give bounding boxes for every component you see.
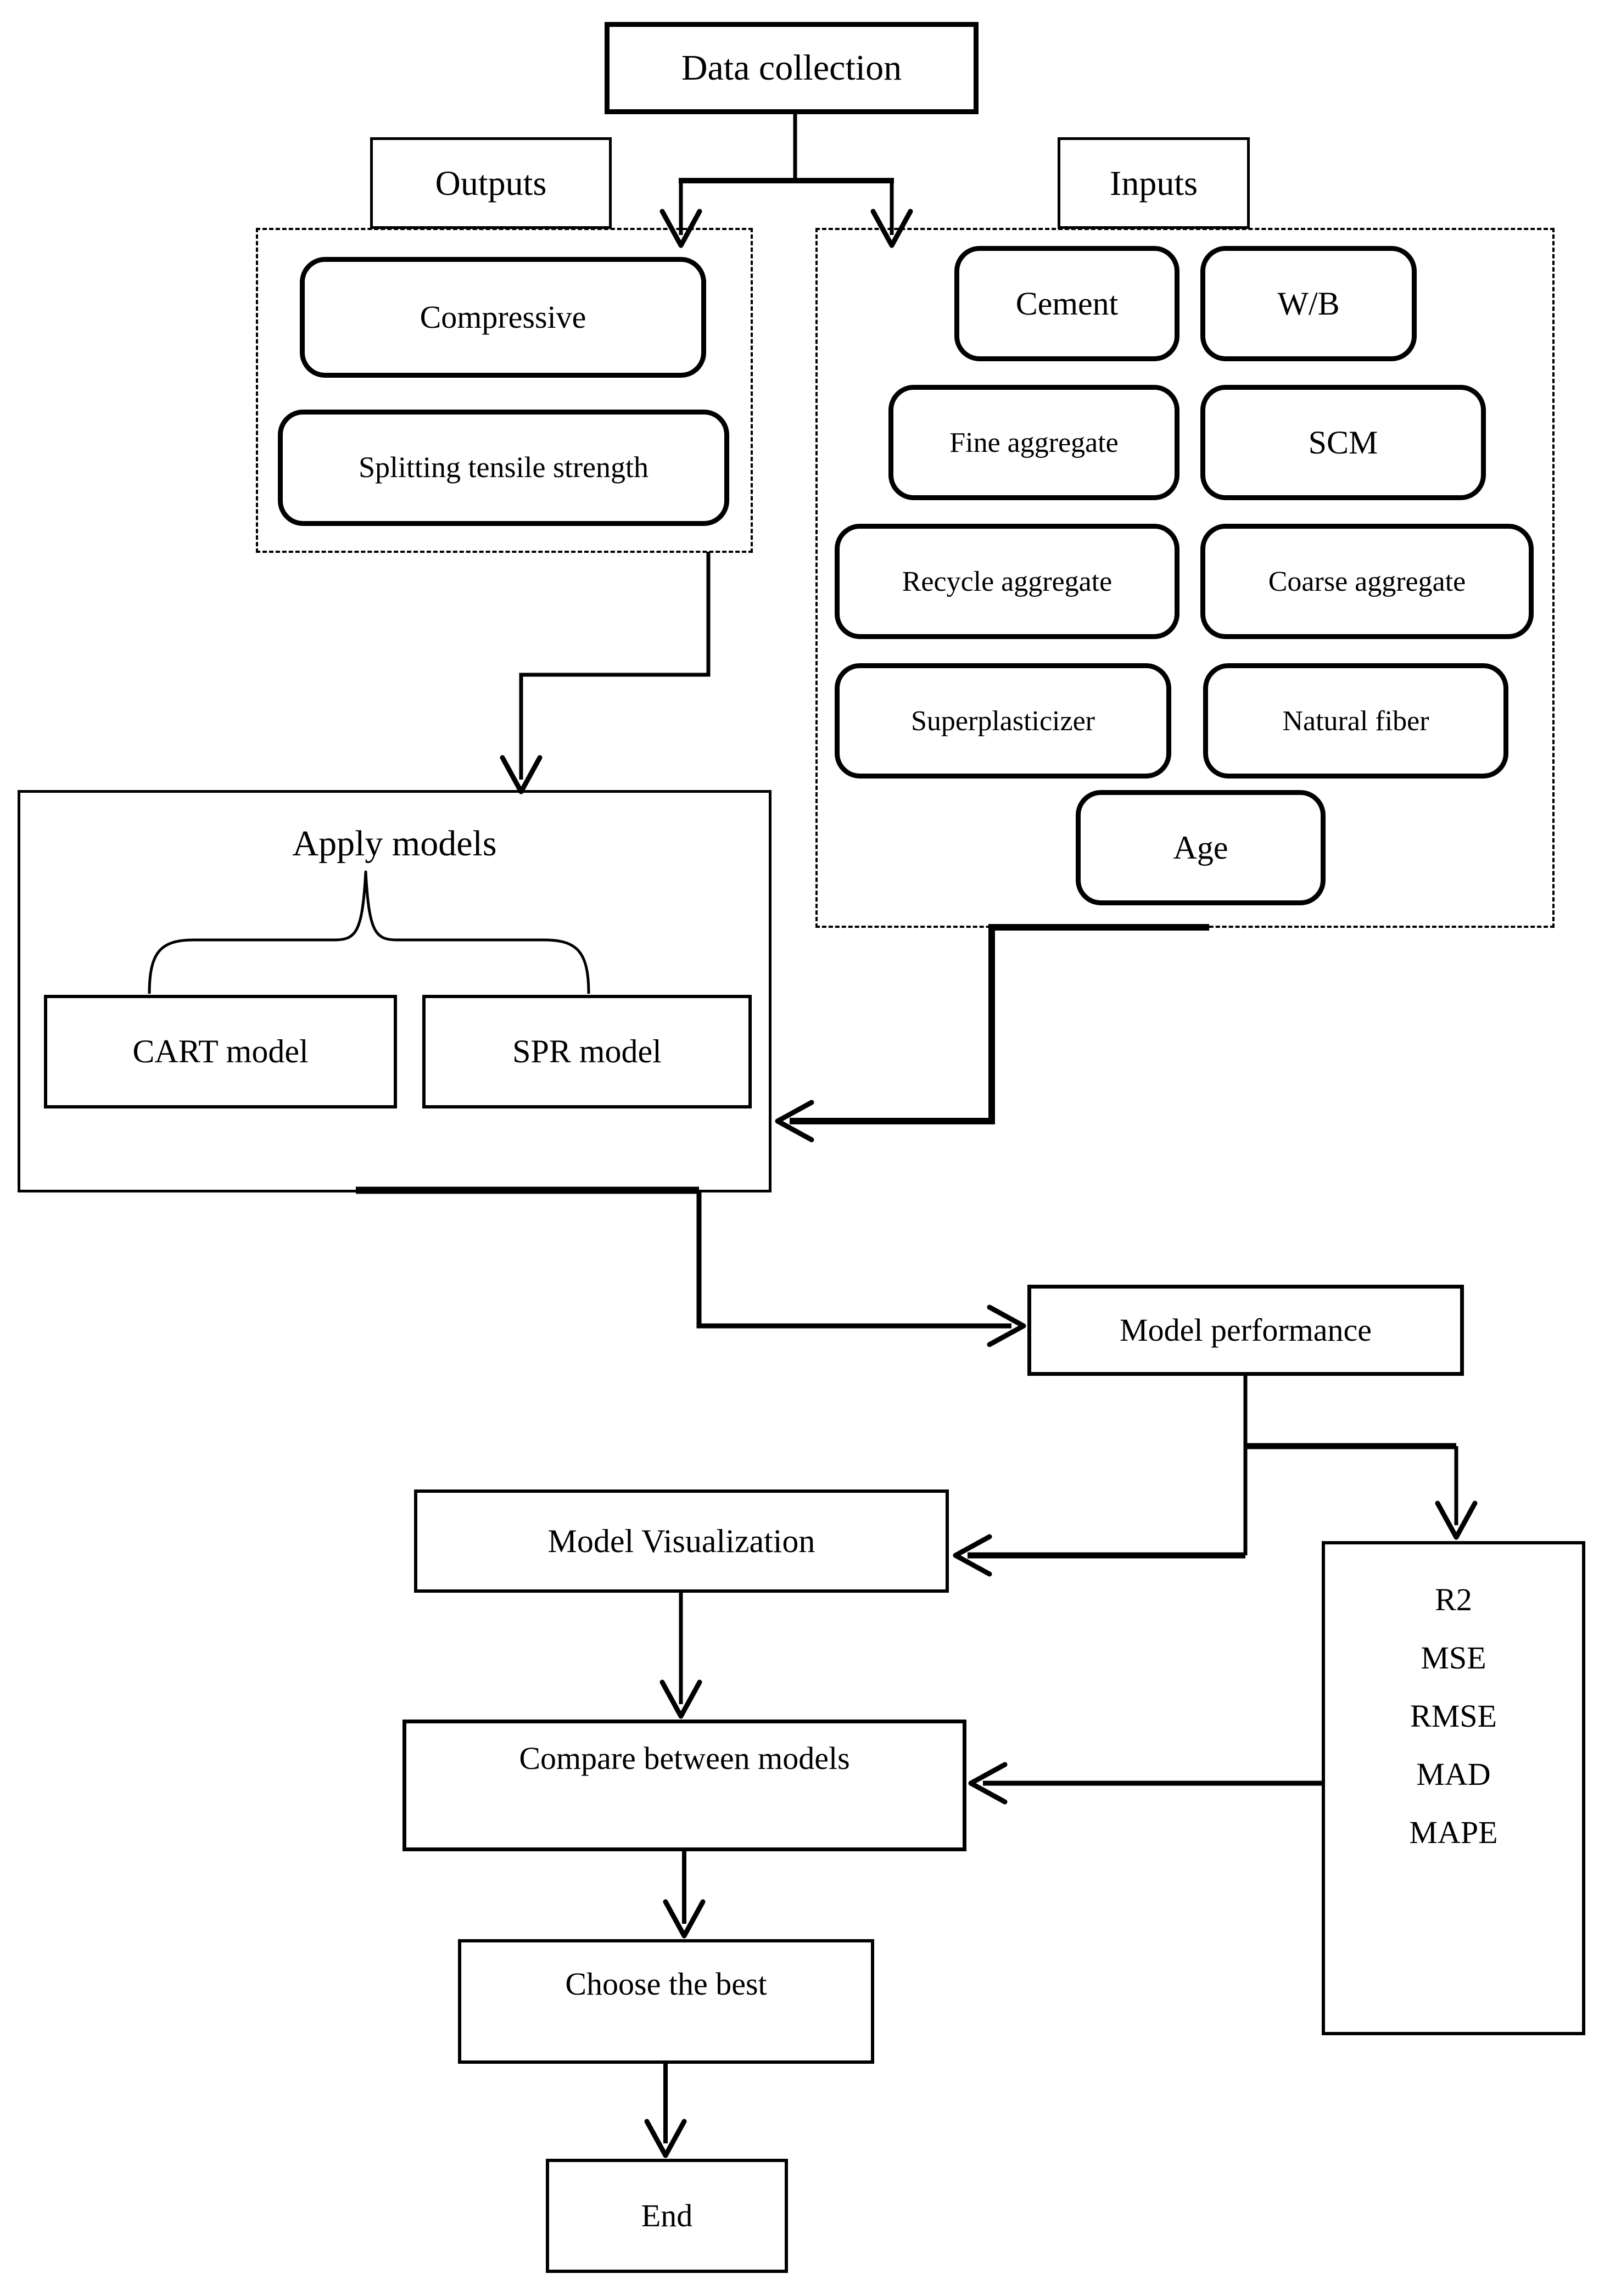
node-recycle-aggregate-label: Recycle aggregate xyxy=(902,565,1113,597)
node-data-collection: Data collection xyxy=(605,22,979,114)
node-cement-label: Cement xyxy=(1015,285,1119,322)
node-model-visualization-label: Model Visualization xyxy=(547,1522,815,1559)
node-spr-model: SPR model xyxy=(422,995,752,1108)
metric-r2: R2 xyxy=(1435,1582,1472,1617)
outputs-group-box xyxy=(256,228,753,553)
metric-mape: MAPE xyxy=(1409,1815,1498,1850)
arrowhead-into-end-icon xyxy=(644,2119,687,2158)
node-choose-label: Choose the best xyxy=(565,1966,767,2002)
metric-mad: MAD xyxy=(1416,1756,1491,1792)
arrowhead-into-applymodels-top-icon xyxy=(500,755,543,794)
node-coarse-aggregate: Coarse aggregate xyxy=(1200,524,1534,639)
node-end-label: End xyxy=(641,2197,693,2233)
metric-rmse: RMSE xyxy=(1410,1698,1497,1734)
metric-mse: MSE xyxy=(1421,1640,1486,1676)
node-compressive-label: Compressive xyxy=(420,299,586,335)
node-compressive: Compressive xyxy=(300,257,706,378)
apply-models-group-box: Apply models xyxy=(18,790,772,1192)
node-compare-between-models: Compare between models xyxy=(402,1720,966,1851)
arrowhead-into-compare-top-icon xyxy=(659,1679,702,1719)
edge-outputs-to-applymodels xyxy=(519,552,711,780)
arrowhead-into-metrics-icon xyxy=(1435,1500,1478,1540)
node-scm-label: SCM xyxy=(1308,424,1378,461)
arrowhead-into-visualization-icon xyxy=(953,1534,992,1577)
inputs-label-text: Inputs xyxy=(1110,163,1198,203)
node-model-performance-label: Model performance xyxy=(1120,1312,1372,1348)
node-splitting-label: Splitting tensile strength xyxy=(359,451,649,484)
node-cart-model: CART model xyxy=(44,995,397,1108)
node-model-performance: Model performance xyxy=(1027,1285,1464,1376)
node-age: Age xyxy=(1076,790,1326,905)
node-compare-label: Compare between models xyxy=(519,1740,850,1776)
arrowhead-into-choose-icon xyxy=(663,1899,706,1939)
edge-applymodels-to-performance xyxy=(696,1190,1011,1329)
node-inputs-label: Inputs xyxy=(1058,137,1250,229)
node-cart-model-label: CART model xyxy=(132,1033,309,1069)
node-water-binder-ratio: W/B xyxy=(1200,246,1417,361)
node-splitting-tensile-strength: Splitting tensile strength xyxy=(278,410,729,526)
apply-models-title: Apply models xyxy=(292,824,497,864)
outputs-label-text: Outputs xyxy=(435,163,547,203)
arrowhead-into-applymodels-right-icon xyxy=(775,1100,814,1143)
node-age-label: Age xyxy=(1173,829,1228,866)
node-coarse-aggregate-label: Coarse aggregate xyxy=(1268,565,1466,597)
node-metrics-list: R2 MSE RMSE MAD MAPE xyxy=(1322,1541,1585,2035)
node-fine-aggregate: Fine aggregate xyxy=(888,385,1179,500)
edge-inputs-to-applymodels xyxy=(790,924,1209,1124)
arrowhead-into-compare-right-icon xyxy=(968,1762,1008,1805)
node-data-collection-label: Data collection xyxy=(681,47,902,88)
node-superplasticizer: Superplasticizer xyxy=(835,663,1171,779)
node-cement: Cement xyxy=(954,246,1179,361)
node-fine-aggregate-label: Fine aggregate xyxy=(949,427,1119,458)
node-wb-label: W/B xyxy=(1277,285,1340,322)
node-recycle-aggregate: Recycle aggregate xyxy=(835,524,1179,639)
node-natural-fiber: Natural fiber xyxy=(1203,663,1508,779)
node-natural-fiber-label: Natural fiber xyxy=(1282,705,1429,737)
node-model-visualization: Model Visualization xyxy=(414,1489,949,1593)
node-spr-model-label: SPR model xyxy=(512,1033,662,1069)
node-superplasticizer-label: Superplasticizer xyxy=(911,705,1095,737)
node-scm: SCM xyxy=(1200,385,1486,500)
node-outputs-label: Outputs xyxy=(370,137,612,229)
node-choose-the-best: Choose the best xyxy=(458,1939,874,2064)
node-end: End xyxy=(546,2159,788,2273)
arrowhead-into-performance-icon xyxy=(987,1304,1026,1347)
